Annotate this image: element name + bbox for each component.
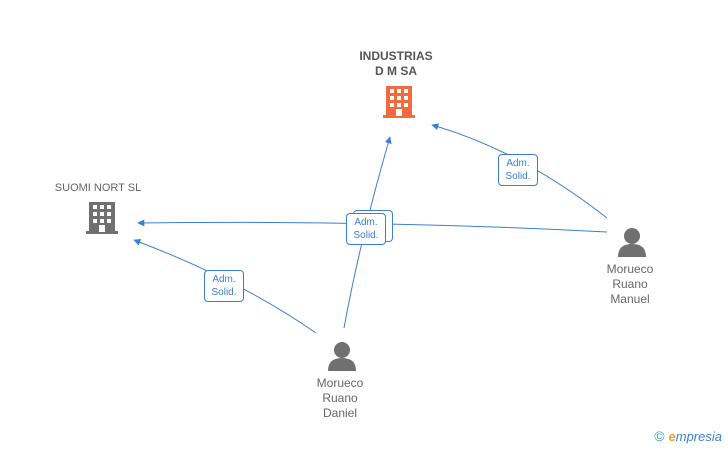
badge-line: Adm. [506,158,530,169]
label-line: Daniel [322,406,358,420]
person-icon[interactable] [328,342,356,371]
label-line: Morueco [606,262,654,276]
badge-line: Solid. [353,230,379,241]
person-icon[interactable] [618,228,646,257]
company-label-suomi[interactable]: SUOMI NORT SL [38,181,158,196]
building-icon[interactable] [86,202,118,234]
label-line: SUOMI NORT SL [54,182,142,194]
badge-line: Adm. [354,217,378,228]
label-line: Manuel [610,292,650,306]
label-line: INDUSTRIAS [359,49,433,63]
company-label-industrias[interactable]: INDUSTRIAS D M SA [346,49,446,79]
edge-badge-daniel-suomi[interactable]: Adm. Solid. [204,270,244,302]
label-line: Ruano [322,391,358,405]
brand-logo-initial: e [668,429,676,444]
brand-footer[interactable]: ©empresia [654,428,722,444]
edge-badge-manuel-industrias[interactable]: Adm. Solid. [498,154,538,186]
brand-logo-text: mpresia [675,429,722,444]
person-label-daniel[interactable]: Morueco Ruano Daniel [302,376,378,421]
badge-line: Adm. [212,274,236,285]
building-icon[interactable] [383,86,415,118]
label-line: Ruano [612,277,648,291]
badge-line: Solid. [211,287,237,298]
person-label-manuel[interactable]: Morueco Ruano Manuel [592,262,668,307]
badge-line: Solid. [505,171,531,182]
copyright-symbol: © [654,428,665,444]
edge-badge-manuel-suomi[interactable]: Adm. Solid. [346,213,386,245]
label-line: D M SA [375,64,417,78]
label-line: Morueco [316,376,364,390]
